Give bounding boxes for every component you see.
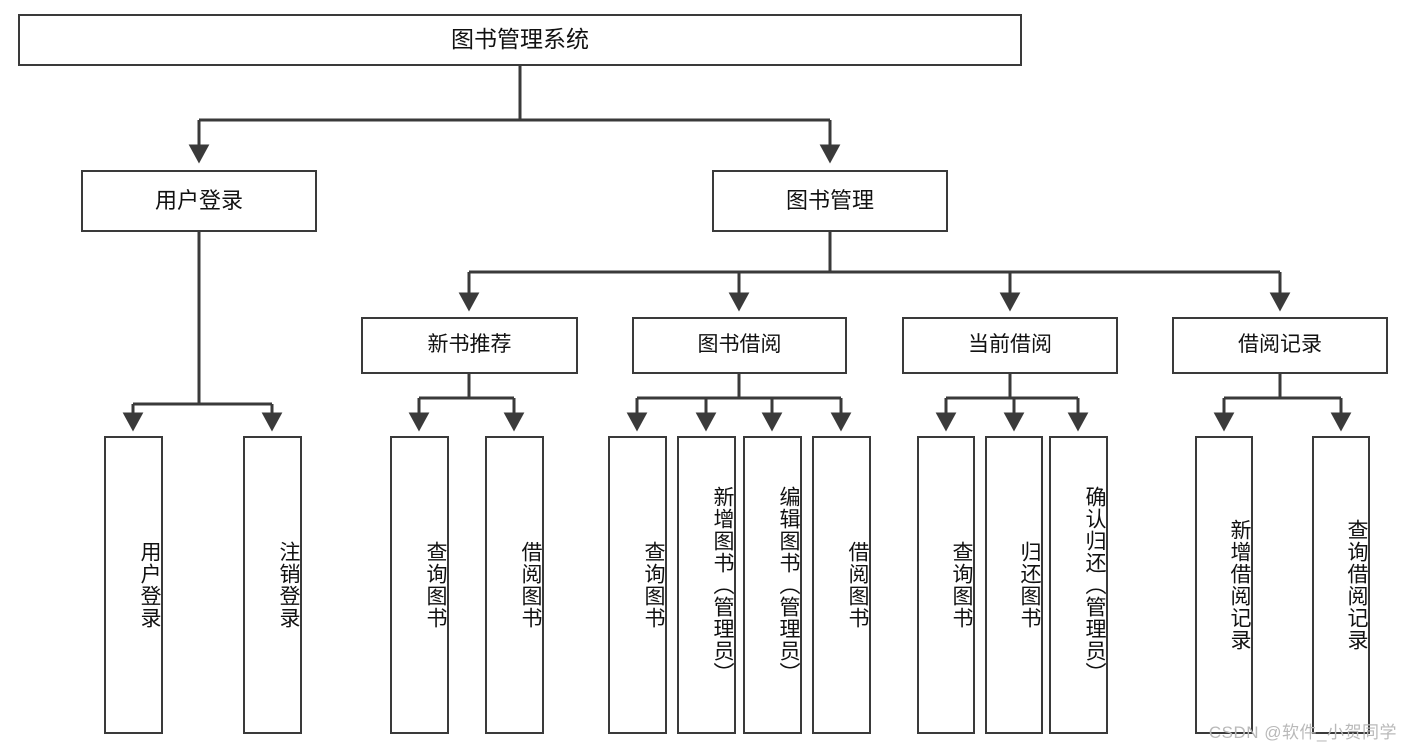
node-label: 借阅图书 [519,541,542,629]
node-label: 新增借阅记录 [1228,519,1251,651]
node-label: 查询图书 [424,541,447,629]
node-label: 用户登录 [154,188,243,214]
node-book-borrow[interactable]: 图书借阅 [632,317,847,374]
node-label: 确认归还（管理员） [1083,486,1106,684]
node-label: 新书推荐 [427,333,512,357]
leaf-borrow-borrow-book[interactable]: 借阅图书 [812,436,871,734]
leaf-current-confirm-return-admin[interactable]: 确认归还（管理员） [1049,436,1108,734]
node-root-system[interactable]: 图书管理系统 [18,14,1022,66]
node-label: 查询借阅记录 [1345,519,1368,651]
leaf-record-add-record[interactable]: 新增借阅记录 [1195,436,1253,734]
node-new-book-recommend[interactable]: 新书推荐 [361,317,578,374]
node-label: 图书借阅 [697,333,782,357]
leaf-recommend-query-book[interactable]: 查询图书 [390,436,449,734]
node-label: 注销登录 [277,541,300,629]
leaf-borrow-add-book-admin[interactable]: 新增图书（管理员） [677,436,736,734]
leaf-current-return-book[interactable]: 归还图书 [985,436,1043,734]
node-book-management[interactable]: 图书管理 [712,170,948,232]
node-label: 查询图书 [950,541,973,629]
node-label: 借阅图书 [846,541,869,629]
node-label: 图书管理系统 [451,26,589,53]
node-user-login[interactable]: 用户登录 [81,170,317,232]
leaf-current-query-book[interactable]: 查询图书 [917,436,975,734]
leaf-user-login-signout[interactable]: 注销登录 [243,436,302,734]
csdn-watermark: CSDN @软件_小贺同学 [1208,723,1397,742]
node-label: 当前借阅 [968,333,1052,357]
leaf-user-login-signin[interactable]: 用户登录 [104,436,163,734]
node-label: 新增图书（管理员） [711,486,734,684]
node-label: 归还图书 [1018,541,1041,629]
leaf-recommend-borrow-book[interactable]: 借阅图书 [485,436,544,734]
node-label: 借阅记录 [1238,333,1322,357]
node-label: 图书管理 [785,188,874,214]
node-borrow-record[interactable]: 借阅记录 [1172,317,1388,374]
node-label: 查询图书 [642,541,665,629]
node-label: 编辑图书（管理员） [777,486,800,684]
leaf-borrow-query-book[interactable]: 查询图书 [608,436,667,734]
leaf-borrow-edit-book-admin[interactable]: 编辑图书（管理员） [743,436,802,734]
node-label: 用户登录 [138,541,161,629]
leaf-record-query-record[interactable]: 查询借阅记录 [1312,436,1370,734]
node-current-borrow[interactable]: 当前借阅 [902,317,1118,374]
